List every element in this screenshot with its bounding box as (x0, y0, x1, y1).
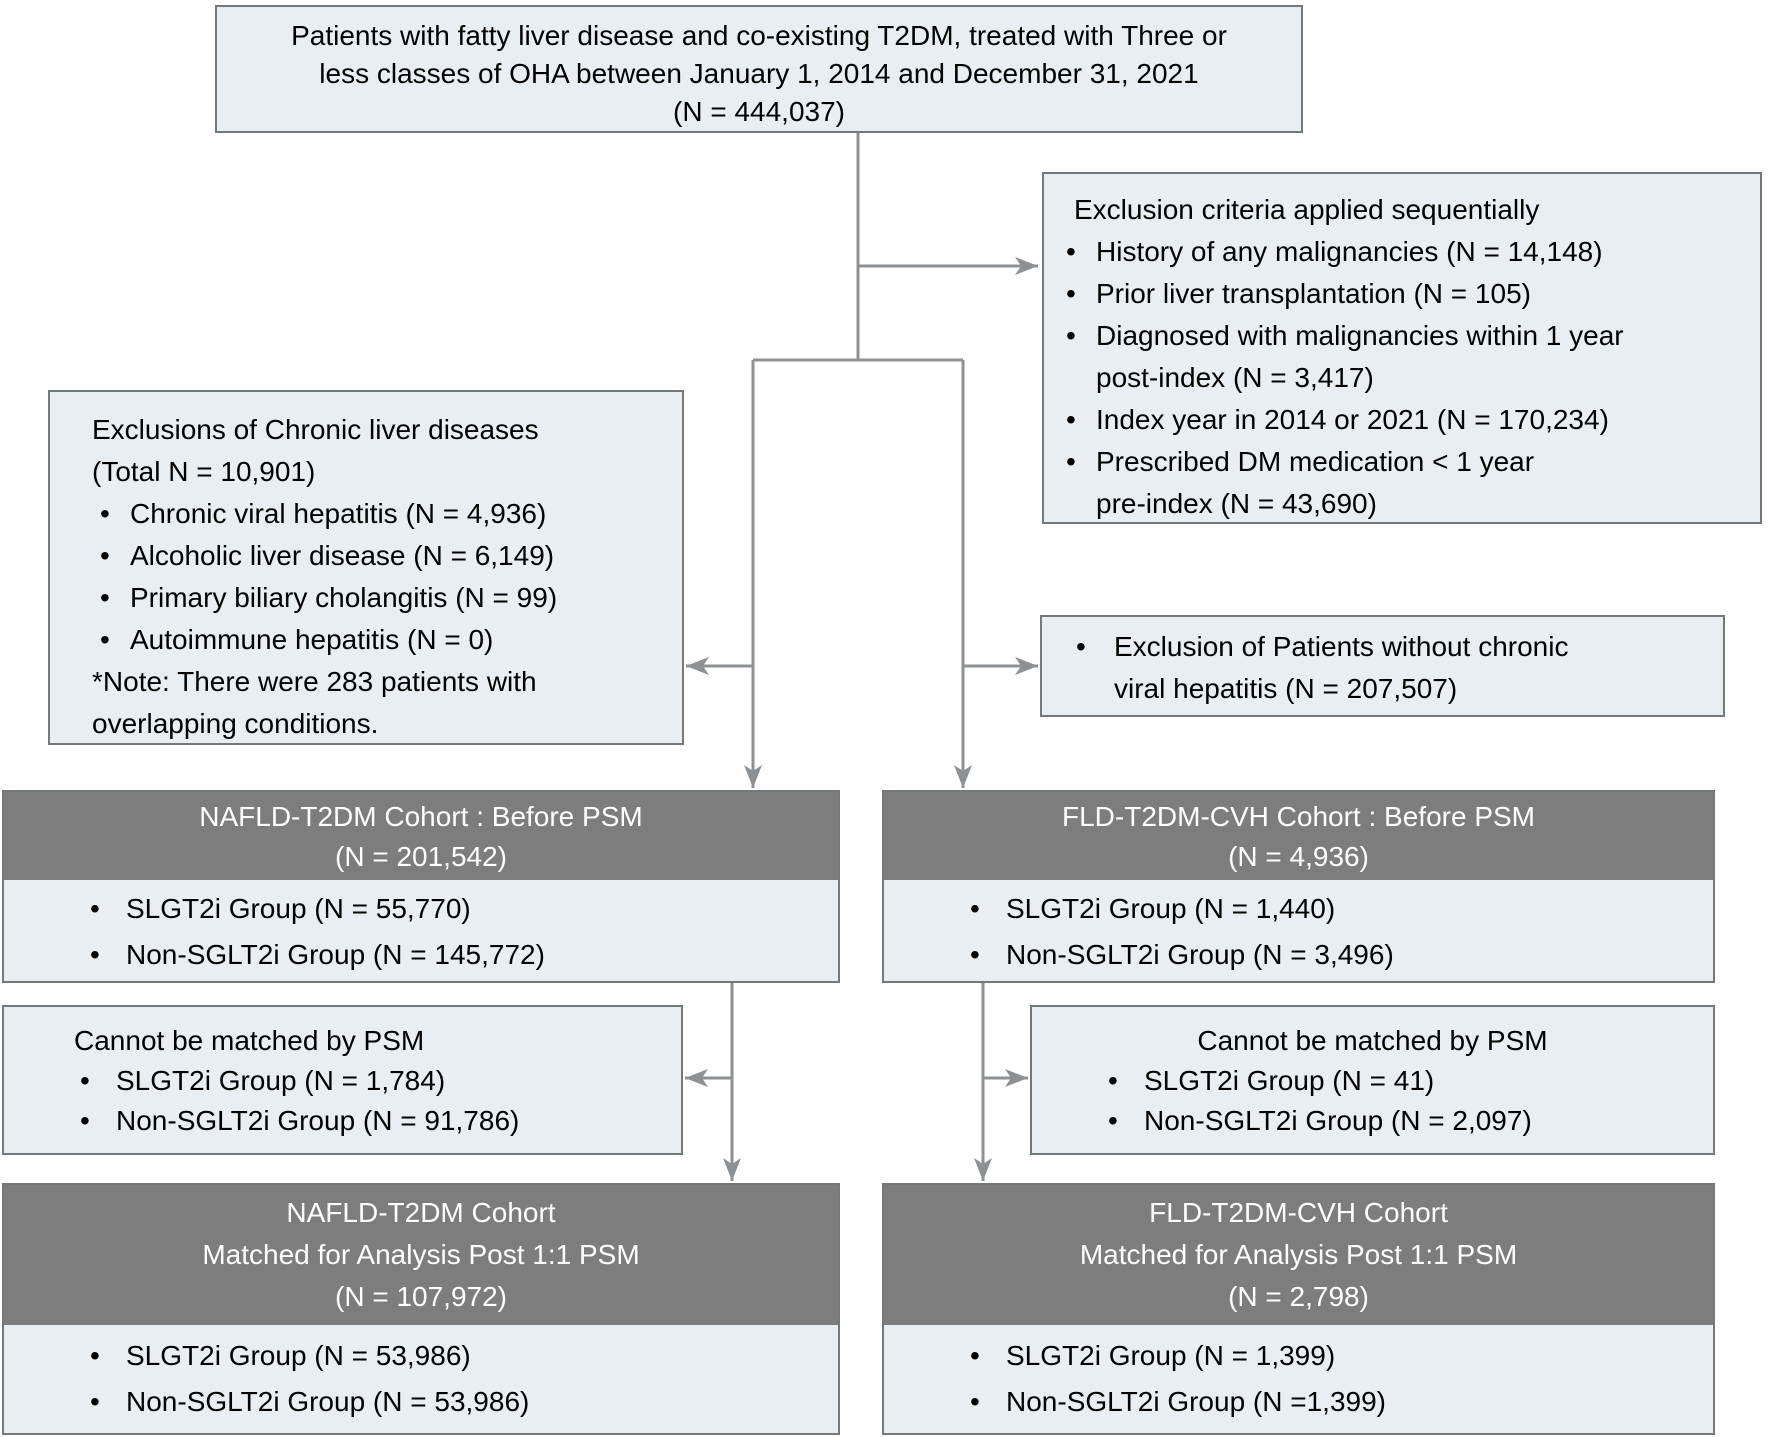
cvh-exclusion-box: Exclusion of Patients without chronic vi… (1040, 615, 1725, 717)
group-item: Non-SGLT2i Group (N = 91,786) (4, 1101, 681, 1141)
exclusion-criteria-box: Exclusion criteria applied sequentially … (1042, 172, 1762, 524)
cohort-header: FLD-T2DM-CVH Cohort Matched for Analysis… (884, 1185, 1713, 1325)
nafld-before-psm-box: NAFLD-T2DM Cohort : Before PSM (N = 201,… (2, 790, 840, 983)
cohort-header: FLD-T2DM-CVH Cohort : Before PSM (N = 4,… (884, 792, 1713, 880)
group-item: SLGT2i Group (N = 1,399) (884, 1333, 1713, 1379)
exclusion-item: Index year in 2014 or 2021 (N = 170,234) (1044, 399, 1760, 441)
exclusion-item: Primary biliary cholangitis (N = 99) (50, 577, 682, 619)
population-text-line: less classes of OHA between January 1, 2… (319, 58, 1199, 89)
group-item: Non-SGLT2i Group (N = 3,496) (884, 932, 1713, 978)
chronic-liver-exclusions-box: Exclusions of Chronic liver diseases (To… (48, 390, 684, 745)
group-item: Non-SGLT2i Group (N = 53,986) (4, 1379, 838, 1425)
cohort-header-count: (N = 4,936) (1228, 841, 1369, 872)
box-title: Cannot be matched by PSM (1197, 1025, 1548, 1056)
box-title-count: (Total N = 10,901) (92, 456, 316, 487)
group-item: SLGT2i Group (N = 1,440) (884, 886, 1713, 932)
nafld-matched-box: NAFLD-T2DM Cohort Matched for Analysis P… (2, 1183, 840, 1435)
cohort-header-line: NAFLD-T2DM Cohort (286, 1197, 556, 1228)
exclusion-item-continuation: pre-index (N = 43,690) (1096, 488, 1377, 519)
cohort-header-count: (N = 2,798) (1228, 1281, 1369, 1312)
note-line: *Note: There were 283 patients with (92, 666, 537, 697)
exclusion-item: Prescribed DM medication < 1 year (1044, 441, 1760, 483)
exclusion-item-continuation: post-index (N = 3,417) (1096, 362, 1374, 393)
fld-matched-box: FLD-T2DM-CVH Cohort Matched for Analysis… (882, 1183, 1715, 1435)
fld-before-psm-box: FLD-T2DM-CVH Cohort : Before PSM (N = 4,… (882, 790, 1715, 983)
exclusion-item: Exclusion of Patients without chronic (1042, 626, 1723, 668)
exclusion-item: History of any malignancies (N = 14,148) (1044, 231, 1760, 273)
nafld-unmatched-box: Cannot be matched by PSM SLGT2i Group (N… (2, 1005, 683, 1155)
fld-unmatched-box: Cannot be matched by PSM SLGT2i Group (N… (1030, 1005, 1715, 1155)
cohort-header: NAFLD-T2DM Cohort : Before PSM (N = 201,… (4, 792, 838, 880)
group-item: SLGT2i Group (N = 55,770) (4, 886, 838, 932)
top-population-box: Patients with fatty liver disease and co… (215, 5, 1303, 133)
exclusion-item: Prior liver transplantation (N = 105) (1044, 273, 1760, 315)
exclusion-item: Diagnosed with malignancies within 1 yea… (1044, 315, 1760, 357)
cohort-header-line: FLD-T2DM-CVH Cohort : Before PSM (1062, 801, 1535, 832)
group-item: SLGT2i Group (N = 53,986) (4, 1333, 838, 1379)
cohort-header: NAFLD-T2DM Cohort Matched for Analysis P… (4, 1185, 838, 1325)
cohort-header-line: FLD-T2DM-CVH Cohort (1149, 1197, 1448, 1228)
group-item: Non-SGLT2i Group (N = 2,097) (1032, 1101, 1713, 1141)
group-item: Non-SGLT2i Group (N =1,399) (884, 1379, 1713, 1425)
exclusion-item-continuation: viral hepatitis (N = 207,507) (1114, 673, 1458, 704)
group-item: Non-SGLT2i Group (N = 145,772) (4, 932, 838, 978)
exclusion-item: Autoimmune hepatitis (N = 0) (50, 619, 682, 661)
cohort-header-line: NAFLD-T2DM Cohort : Before PSM (199, 801, 643, 832)
cohort-header-count: (N = 201,542) (335, 841, 507, 872)
exclusion-item: Alcoholic liver disease (N = 6,149) (50, 535, 682, 577)
note-line: overlapping conditions. (92, 708, 379, 739)
population-text-line: Patients with fatty liver disease and co… (291, 20, 1227, 51)
group-item: SLGT2i Group (N = 1,784) (4, 1061, 681, 1101)
cohort-header-count: (N = 107,972) (335, 1281, 507, 1312)
group-item: SLGT2i Group (N = 41) (1032, 1061, 1713, 1101)
cohort-body: SLGT2i Group (N = 53,986) Non-SGLT2i Gro… (4, 1325, 838, 1433)
box-title: Exclusions of Chronic liver diseases (92, 414, 539, 445)
exclusion-item: Chronic viral hepatitis (N = 4,936) (50, 493, 682, 535)
cohort-header-line: Matched for Analysis Post 1:1 PSM (202, 1239, 640, 1270)
cohort-header-line: Matched for Analysis Post 1:1 PSM (1079, 1239, 1518, 1270)
box-title: Cannot be matched by PSM (74, 1025, 425, 1056)
cohort-body: SLGT2i Group (N = 1,399) Non-SGLT2i Grou… (884, 1325, 1713, 1433)
population-count: (N = 444,037) (673, 96, 845, 127)
box-title: Exclusion criteria applied sequentially (1074, 194, 1540, 225)
cohort-body: SLGT2i Group (N = 55,770) Non-SGLT2i Gro… (4, 880, 838, 981)
cohort-body: SLGT2i Group (N = 1,440) Non-SGLT2i Grou… (884, 880, 1713, 981)
